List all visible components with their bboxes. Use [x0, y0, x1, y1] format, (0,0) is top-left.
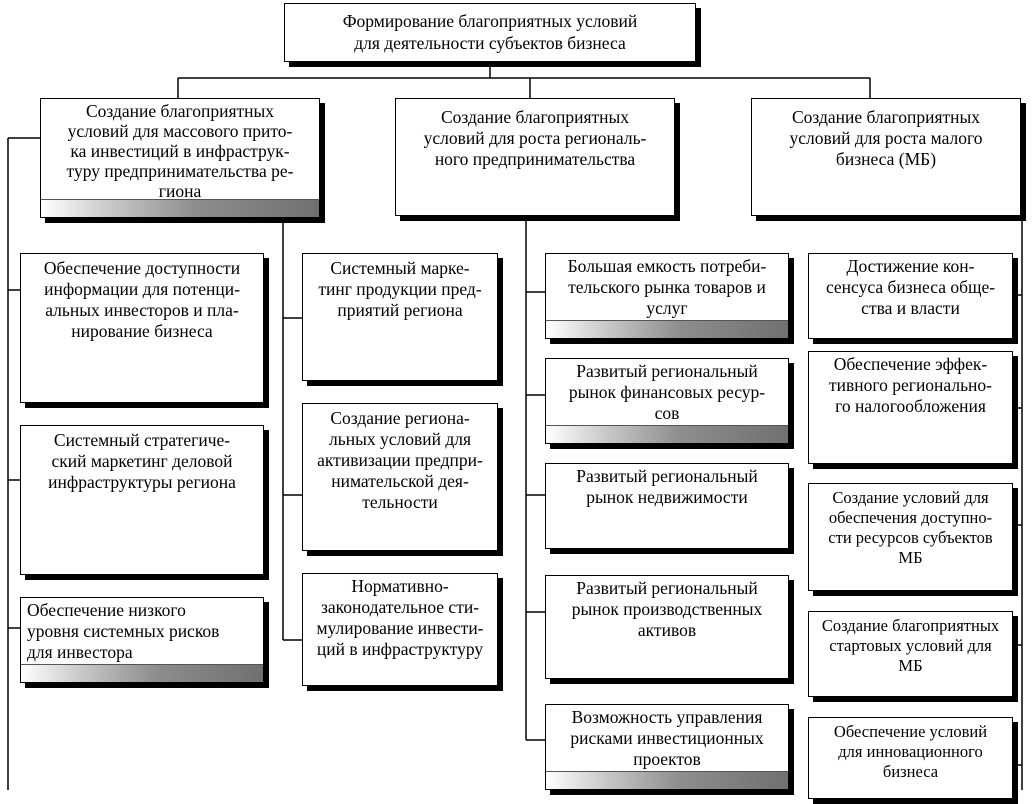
box-label: Развитый региональный рынок финансовых р…: [568, 361, 766, 423]
right-box-startup-conditions: Создание благоприятных стартовых условий…: [808, 611, 1013, 697]
box-label: Большая емкость потреби- тельского рынка…: [567, 256, 767, 318]
box-label: Создание условий для обеспечения доступн…: [828, 488, 993, 567]
midright-box-risk-management: Возможность управления рисками инвестици…: [545, 704, 789, 790]
shaded-bar: [21, 664, 263, 682]
midright-box-production-assets: Развитый региональный рынок производстве…: [545, 575, 789, 679]
midleft-box-regional-conditions: Создание регионa- льных условий для акти…: [302, 403, 498, 551]
box-label: Обеспечение доступности информации для п…: [43, 258, 241, 341]
branch-label: Создание благоприятных условий для роста…: [423, 107, 647, 169]
branch-label: Создание благоприятных условий для массо…: [66, 101, 294, 201]
box-label: Системный стратегиче- ский маркетинг дел…: [48, 430, 236, 492]
right-box-resource-access: Создание условий для обеспечения доступн…: [808, 483, 1013, 591]
midright-box-consumer-market: Большая емкость потреби- тельского рынка…: [545, 253, 789, 339]
box-label: Нормативно- законодательное сти- мулиров…: [316, 576, 484, 659]
root-label: Формирование благоприятных условий для д…: [342, 11, 638, 53]
left-box-strategic-marketing: Системный стратегиче- ский маркетинг дел…: [20, 425, 264, 575]
box-label: Достижение кон- сенсуса бизнеса обще- ст…: [825, 256, 996, 318]
midleft-box-product-marketing: Системный марке- тинг продукции пред- пр…: [302, 253, 498, 381]
midright-box-financial-market: Развитый региональный рынок финансовых р…: [545, 358, 789, 444]
branch-investment-inflow: Создание благоприятных условий для массо…: [40, 98, 320, 218]
box-label: Системный марке- тинг продукции пред- пр…: [318, 258, 482, 320]
shaded-bar: [546, 425, 788, 443]
box-label: Развитый региональный рынок производстве…: [571, 578, 763, 640]
shaded-bar: [546, 320, 788, 338]
shaded-bar: [41, 199, 319, 217]
midright-box-real-estate: Развитый региональный рынок недвижимости: [545, 463, 789, 549]
box-label: Обеспечение эффек- тивного регионально- …: [828, 354, 992, 416]
box-label: Создание благоприятных стартовых условий…: [821, 616, 1000, 675]
branch-regional-entrepreneurship: Создание благоприятных условий для роста…: [395, 98, 675, 216]
root-node: Формирование благоприятных условий для д…: [284, 3, 696, 62]
box-label: Создание регионa- льных условий для акти…: [317, 408, 483, 512]
midleft-box-legislative-stimulus: Нормативно- законодательное сти- мулиров…: [302, 573, 498, 686]
shaded-bar: [546, 771, 788, 789]
left-box-information-access: Обеспечение доступности информации для п…: [20, 253, 264, 403]
box-label: Обеспечение низкого уровня системных рис…: [27, 600, 220, 662]
box-label: Обеспечение условий для инновационного б…: [833, 722, 988, 781]
branch-small-business: Создание благоприятных условий для роста…: [751, 98, 1021, 216]
box-label: Развитый региональный рынок недвижимости: [576, 466, 758, 507]
box-label: Возможность управления рисками инвестици…: [570, 707, 764, 769]
left-box-low-risk: Обеспечение низкого уровня системных рис…: [20, 597, 264, 683]
right-box-innovation: Обеспечение условий для инновационного б…: [808, 717, 1013, 799]
branch-label: Создание благоприятных условий для роста…: [789, 107, 983, 169]
right-box-taxation: Обеспечение эффек- тивного регионально- …: [808, 351, 1013, 464]
right-box-consensus: Достижение кон- сенсуса бизнеса обще- ст…: [808, 253, 1013, 339]
